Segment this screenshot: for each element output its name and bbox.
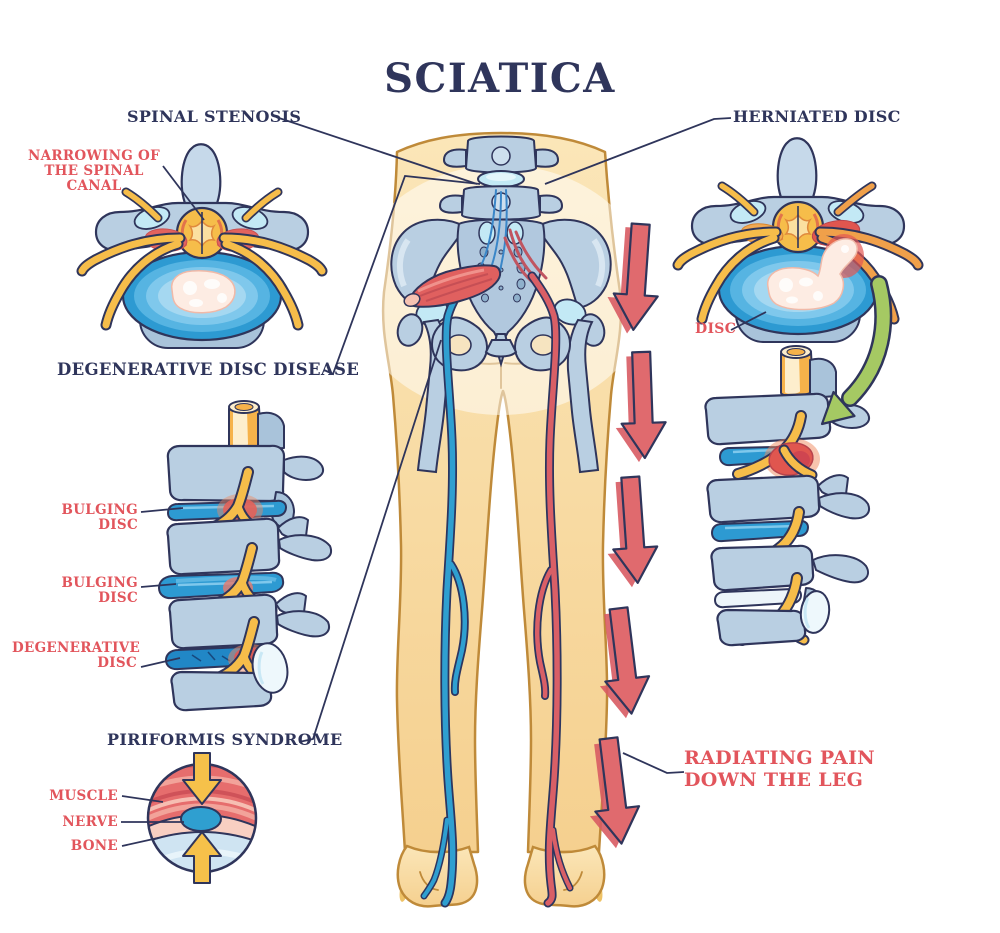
narrowing-callout: NARROWING OF THE SPINAL CANAL [27,148,160,194]
bulging-disc-callout-1: BULGING DISC [61,502,138,533]
pelvis-skeleton [390,135,612,474]
leader-bulging-1 [140,507,184,513]
piriformis-syndrome-label: PIRIFORMIS SYNDROME [107,730,343,749]
bone-callout: BONE [70,838,118,854]
pressure-arrow-down [182,752,222,805]
leader-narrowing [162,165,205,221]
leader-degen-disc [140,657,181,668]
leader-bulging-2 [140,583,177,588]
leader-spinal-stenosis [275,116,478,185]
leader-disc [730,311,767,331]
leader-lines [121,116,767,847]
piriformis-muscle [403,264,502,308]
nerve-callout: NERVE [62,814,118,830]
degenerative-disc-disease-label: DEGENERATIVE DISC DISEASE [57,360,360,379]
sciatic-nerve-right-leg [527,271,574,908]
leader-bone [121,837,159,847]
sciatic-nerve-left-leg [420,271,475,908]
leader-degenerative [323,175,481,376]
compressed-nerve [180,806,222,832]
leader-muscle [121,795,164,803]
leader-piriformis [298,339,442,743]
piriformis-detail-circle [146,752,258,884]
degenerative-disc-callout: DEGENERATIVE DISC [12,640,141,671]
spine-degenerative-disc-disease [158,400,332,712]
body-figure [351,131,651,908]
pressure-arrow-up [182,831,222,884]
radiating-pain-label: RADIATING PAIN DOWN THE LEG [684,747,875,791]
herniated-disc-label: HERNIATED DISC [733,107,901,126]
muscle-callout: MUSCLE [49,788,118,804]
disc-callout: DISC [695,321,737,337]
leader-radiating [622,752,685,774]
page-title: SCIATICA [384,55,616,102]
spine-herniated-side-view [704,345,870,647]
spinal-stenosis-label: SPINAL STENOSIS [127,107,302,126]
green-curved-arrow [820,275,893,426]
bulging-disc-callout-2: BULGING DISC [61,575,138,606]
vertebra-spinal-stenosis [76,142,328,350]
herniated-nucleus [766,238,858,311]
leader-herniated-disc [544,117,732,185]
